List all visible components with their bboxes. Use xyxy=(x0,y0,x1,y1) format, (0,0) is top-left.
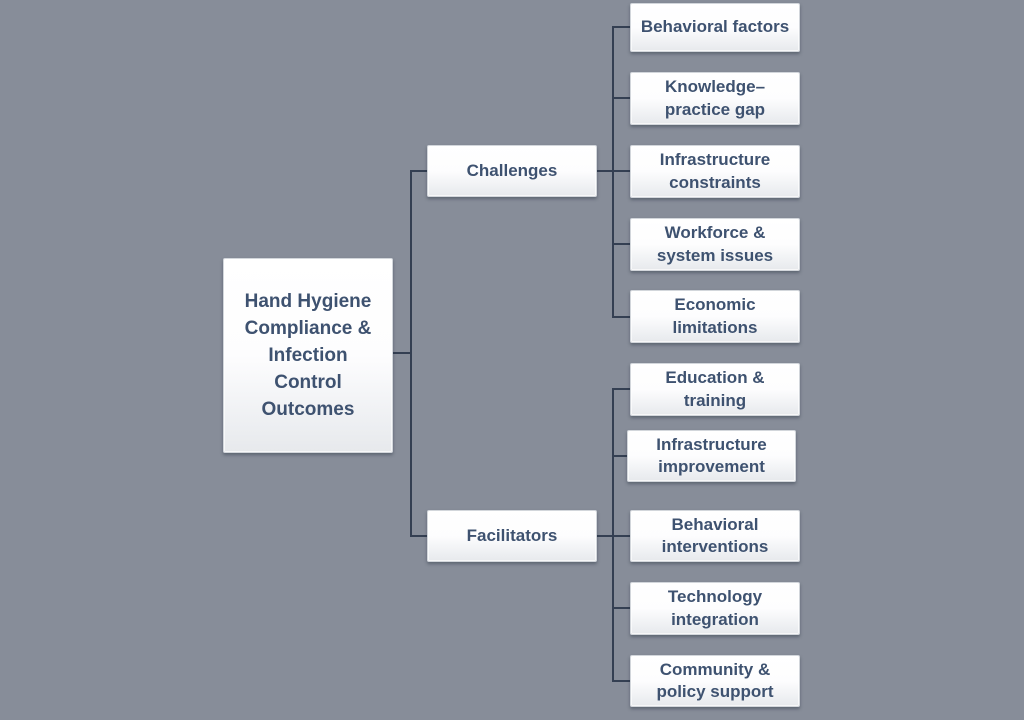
node-leaf-infrastructure-constraints: Infrastructure constraints xyxy=(630,145,800,198)
node-leaf-label: Technology integration xyxy=(667,587,763,629)
node-leaf-behavioral-factors: Behavioral factors xyxy=(630,3,800,52)
node-leaf-label: Behavioral factors xyxy=(640,17,790,37)
node-branch-challenges: Challenges xyxy=(427,145,597,197)
connector-facilitators-vertical xyxy=(612,388,614,682)
node-leaf-label: Infrastructure constraints xyxy=(659,150,771,192)
node-leaf-label: Infrastructure improvement xyxy=(656,434,767,476)
connector-root-stub xyxy=(393,352,411,354)
node-branch-facilitators-label: Facilitators xyxy=(466,525,558,545)
node-leaf-label: Economic limitations xyxy=(672,295,758,337)
node-leaf-education-training: Education & training xyxy=(630,363,800,416)
connector-facilitators-child-4 xyxy=(612,607,630,609)
node-leaf-technology-integration: Technology integration xyxy=(630,582,800,635)
node-root: Hand Hygiene Compliance & Infection Cont… xyxy=(223,258,393,453)
node-branch-challenges-label: Challenges xyxy=(466,160,558,180)
node-leaf-economic-limitations: Economic limitations xyxy=(630,290,800,343)
node-leaf-community-policy-support: Community & policy support xyxy=(630,655,800,707)
node-leaf-workforce-system-issues: Workforce & system issues xyxy=(630,218,800,271)
connector-challenges-stub xyxy=(411,170,427,172)
node-root-label: Hand Hygiene Compliance & Infection Cont… xyxy=(244,290,372,421)
connector-facilitators-child-5 xyxy=(612,680,630,682)
connector-challenges-child-2 xyxy=(612,97,630,99)
node-leaf-knowledge-practice-gap: Knowledge– practice gap xyxy=(630,72,800,125)
connector-facilitators-child-1 xyxy=(612,388,630,390)
node-branch-facilitators: Facilitators xyxy=(427,510,597,562)
connector-challenges-vertical xyxy=(612,26,614,318)
connector-challenges-child-1 xyxy=(612,26,630,28)
node-leaf-label: Behavioral interventions xyxy=(661,514,769,556)
node-leaf-infrastructure-improvement: Infrastructure improvement xyxy=(627,430,796,482)
node-leaf-label: Knowledge– practice gap xyxy=(664,77,766,119)
connector-challenges-child-4 xyxy=(612,243,630,245)
node-leaf-label: Community & policy support xyxy=(656,659,774,701)
node-leaf-behavioral-interventions: Behavioral interventions xyxy=(630,510,800,562)
node-leaf-label: Workforce & system issues xyxy=(656,223,774,265)
node-leaf-label: Education & training xyxy=(665,368,765,410)
connector-facilitators-child-2 xyxy=(612,455,630,457)
connector-challenges-child-5 xyxy=(612,316,630,318)
connector-facilitators-stub xyxy=(411,535,427,537)
connector-main-vertical xyxy=(410,170,412,537)
